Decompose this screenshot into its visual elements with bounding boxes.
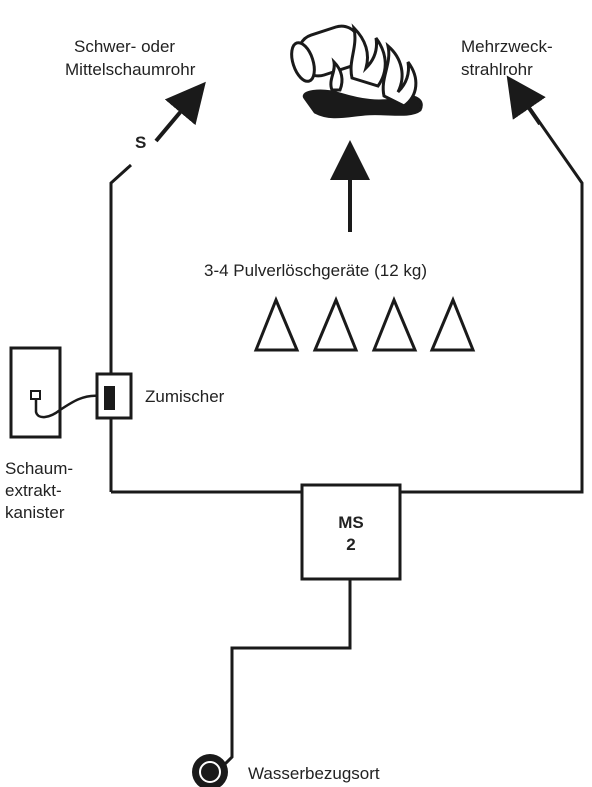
canister-label-line3: kanister: [5, 503, 65, 522]
pump-box: [302, 485, 400, 579]
extinguisher-icon: [256, 300, 297, 350]
water-source-icon: [192, 754, 228, 787]
pump-label-line2: 2: [346, 535, 355, 554]
right-hose-line: [111, 97, 582, 492]
hose-lines: [111, 92, 582, 767]
water-source-label: Wasserbezugsort: [248, 764, 380, 783]
left-hose-arrow-segment: [156, 97, 193, 141]
fire-icon: [287, 21, 421, 116]
extinguisher-group: [256, 300, 473, 350]
foam-nozzle-label-line1: Schwer- oder: [74, 37, 175, 56]
extinguisher-icon: [315, 300, 356, 350]
s-marker: S: [135, 133, 146, 152]
foam-nozzle-label-line2: Mittelschaumrohr: [65, 60, 196, 79]
extinguisher-icon: [432, 300, 473, 350]
pump-label-line1: MS: [338, 513, 364, 532]
foam-canister: [11, 348, 100, 437]
right-hose-arrow-head: [518, 92, 540, 124]
extinguishers-label: 3-4 Pulverlöschgeräte (12 kg): [204, 261, 427, 280]
mixer: [97, 374, 131, 418]
multi-nozzle-label-line2: strahlrohr: [461, 60, 533, 79]
canister-label-line1: Schaum-: [5, 459, 73, 478]
left-hose-line: [111, 165, 131, 492]
multi-nozzle-label-line1: Mehrzweck-: [461, 37, 553, 56]
supply-hose-line: [222, 579, 350, 767]
extinguisher-icon: [374, 300, 415, 350]
canister-label-line2: extrakt-: [5, 481, 62, 500]
mixer-label: Zumischer: [145, 387, 225, 406]
